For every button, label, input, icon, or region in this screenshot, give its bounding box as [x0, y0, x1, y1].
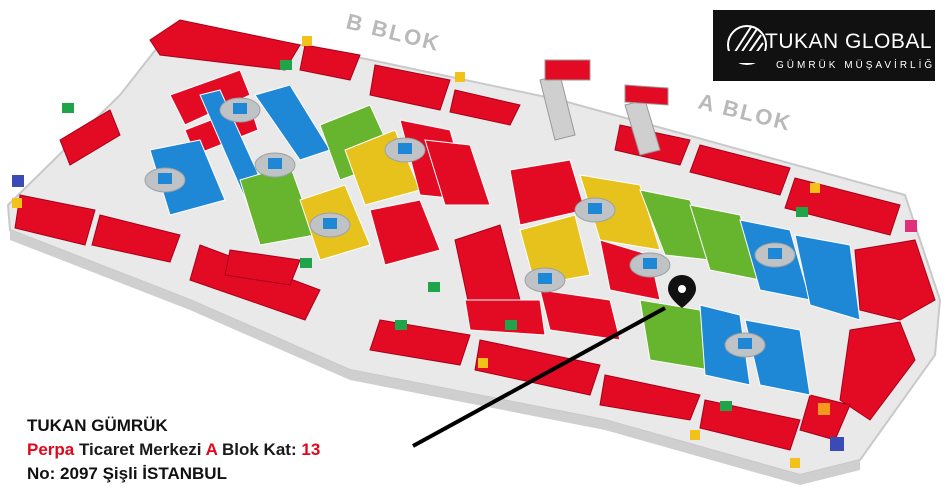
a-blok-shops: [464, 159, 861, 396]
map-pin-icon: [668, 275, 696, 308]
floor-number: 13: [301, 440, 321, 459]
a-blok-label: A BLOK: [696, 89, 795, 136]
address-line-3: No: 2097 Şişli İSTANBUL: [27, 464, 227, 483]
company-logo: TUKAN GLOBAL GÜMRÜK MÜŞAVİRLİĞİ: [713, 10, 938, 81]
address-line-2: Perpa Ticaret Merkezi A Blok Kat: 13: [27, 438, 320, 462]
logo-title: TUKAN GLOBAL: [765, 30, 933, 53]
address-block: TUKAN GÜMRÜK Perpa Ticaret Merkezi A Blo…: [27, 414, 320, 486]
block-word: Blok Kat:: [222, 440, 297, 459]
building-name-rest: Ticaret Merkezi: [78, 440, 202, 459]
wc-icon: [12, 175, 917, 451]
stairs-icon: [539, 59, 669, 156]
b-blok-label: B BLOK: [344, 9, 444, 57]
block-letter: A: [205, 440, 218, 459]
pointer-line: [412, 306, 666, 448]
perimeter-shops: [14, 19, 936, 451]
logo-subtitle: GÜMRÜK MÜŞAVİRLİĞİ: [776, 60, 941, 71]
company-name: TUKAN GÜMRÜK: [27, 416, 168, 435]
exit-icon: [62, 60, 808, 411]
building-name: Perpa: [27, 440, 75, 459]
logo-mark-icon: [725, 25, 773, 65]
escalator-icon: [12, 36, 820, 468]
elevator-icon: [158, 103, 782, 349]
